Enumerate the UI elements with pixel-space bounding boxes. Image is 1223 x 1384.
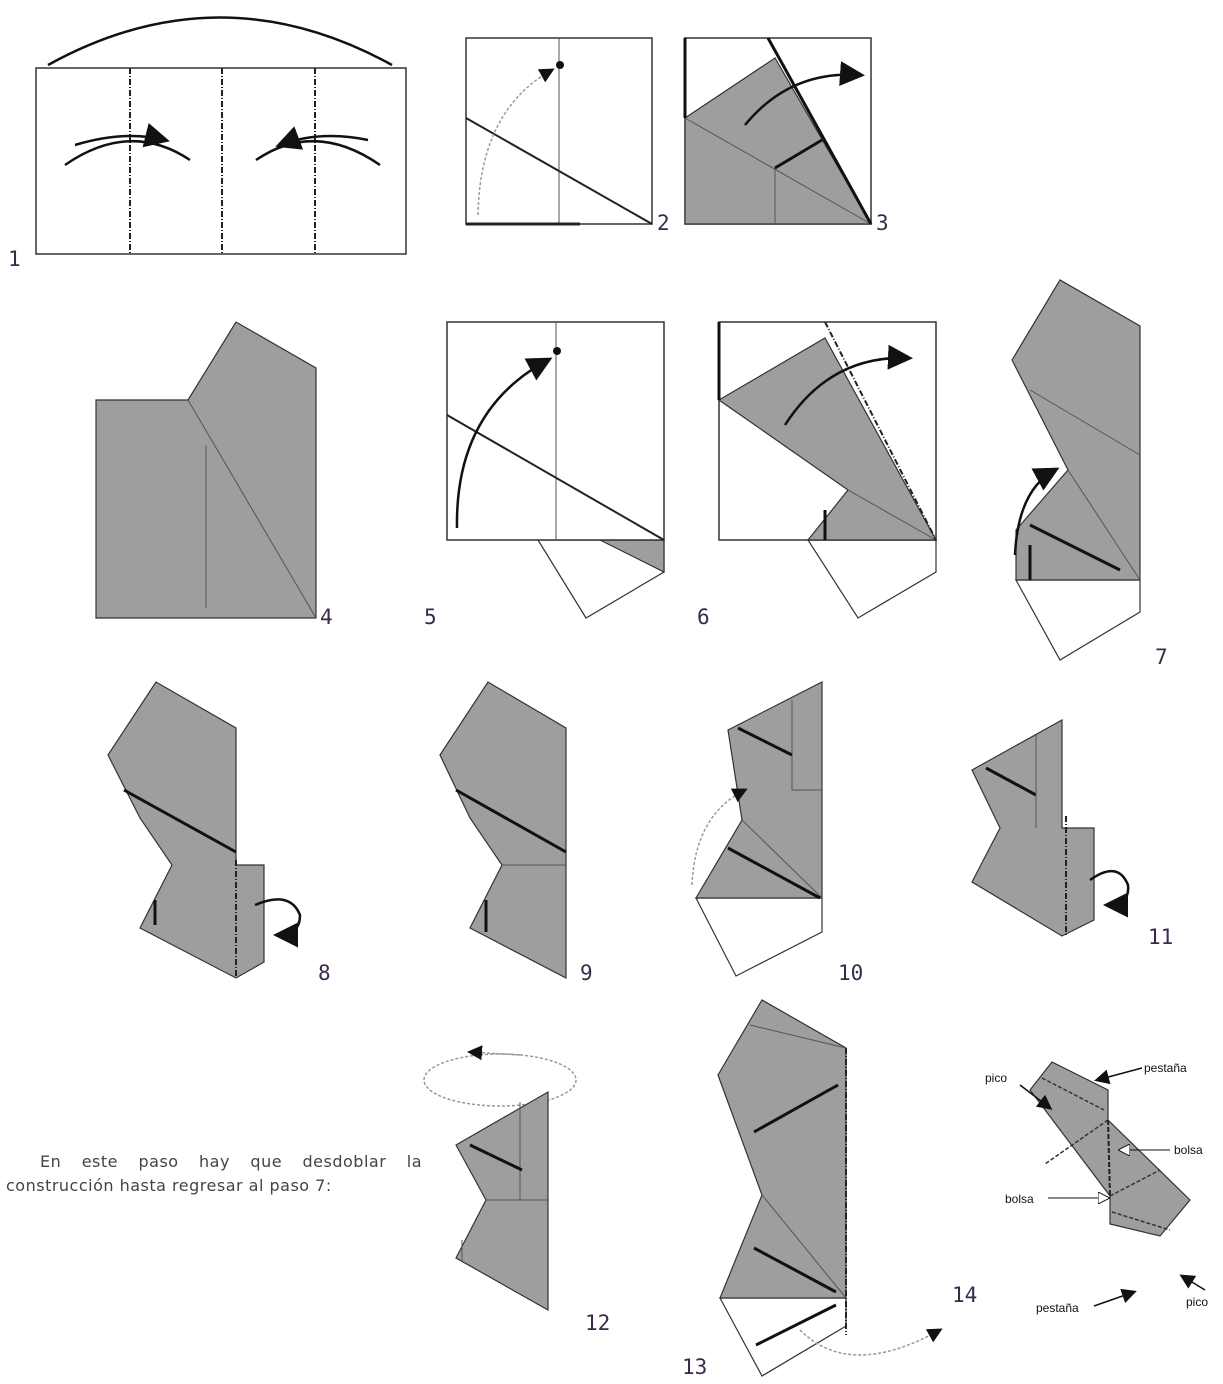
step-12-diagram — [424, 1052, 576, 1310]
step-number: 13 — [682, 1355, 707, 1379]
step-2-diagram — [466, 38, 652, 224]
step-number: 5 — [424, 605, 437, 629]
step-number: 11 — [1148, 925, 1173, 949]
step-number: 9 — [580, 961, 593, 985]
step-4-diagram — [96, 322, 316, 618]
step-number: 3 — [876, 211, 889, 235]
step-number: 10 — [838, 961, 863, 985]
step-number: 1 — [8, 247, 21, 271]
step-number: 6 — [697, 605, 710, 629]
label-pestana-bottom: pestaña — [1036, 1301, 1079, 1315]
step-14-diagram — [1020, 1062, 1205, 1306]
label-bolsa-right: bolsa — [1174, 1143, 1203, 1157]
step-11-diagram — [972, 720, 1128, 936]
step-number: 8 — [318, 961, 331, 985]
step-7-diagram — [1012, 280, 1140, 660]
step-6-diagram — [719, 322, 936, 618]
step-9-diagram — [440, 682, 566, 978]
step-3-diagram — [685, 38, 871, 224]
step-8-diagram — [108, 682, 300, 978]
label-pico-bottom: pico — [1186, 1295, 1208, 1309]
label-bolsa-left: bolsa — [1005, 1192, 1034, 1206]
step-5-diagram — [447, 322, 664, 618]
step-number: 14 — [952, 1283, 977, 1307]
step-1-diagram — [36, 18, 406, 255]
step-number: 12 — [585, 1311, 610, 1335]
label-pico-top: pico — [985, 1071, 1007, 1085]
step-number: 4 — [320, 605, 333, 629]
label-pestana-top: pestaña — [1144, 1061, 1187, 1075]
instruction-text: En este paso hay que desdoblar la constr… — [6, 1150, 422, 1198]
step-13-diagram — [718, 1000, 940, 1376]
step-number: 2 — [657, 211, 670, 235]
step-10-diagram — [692, 682, 822, 976]
step-number: 7 — [1155, 645, 1168, 669]
